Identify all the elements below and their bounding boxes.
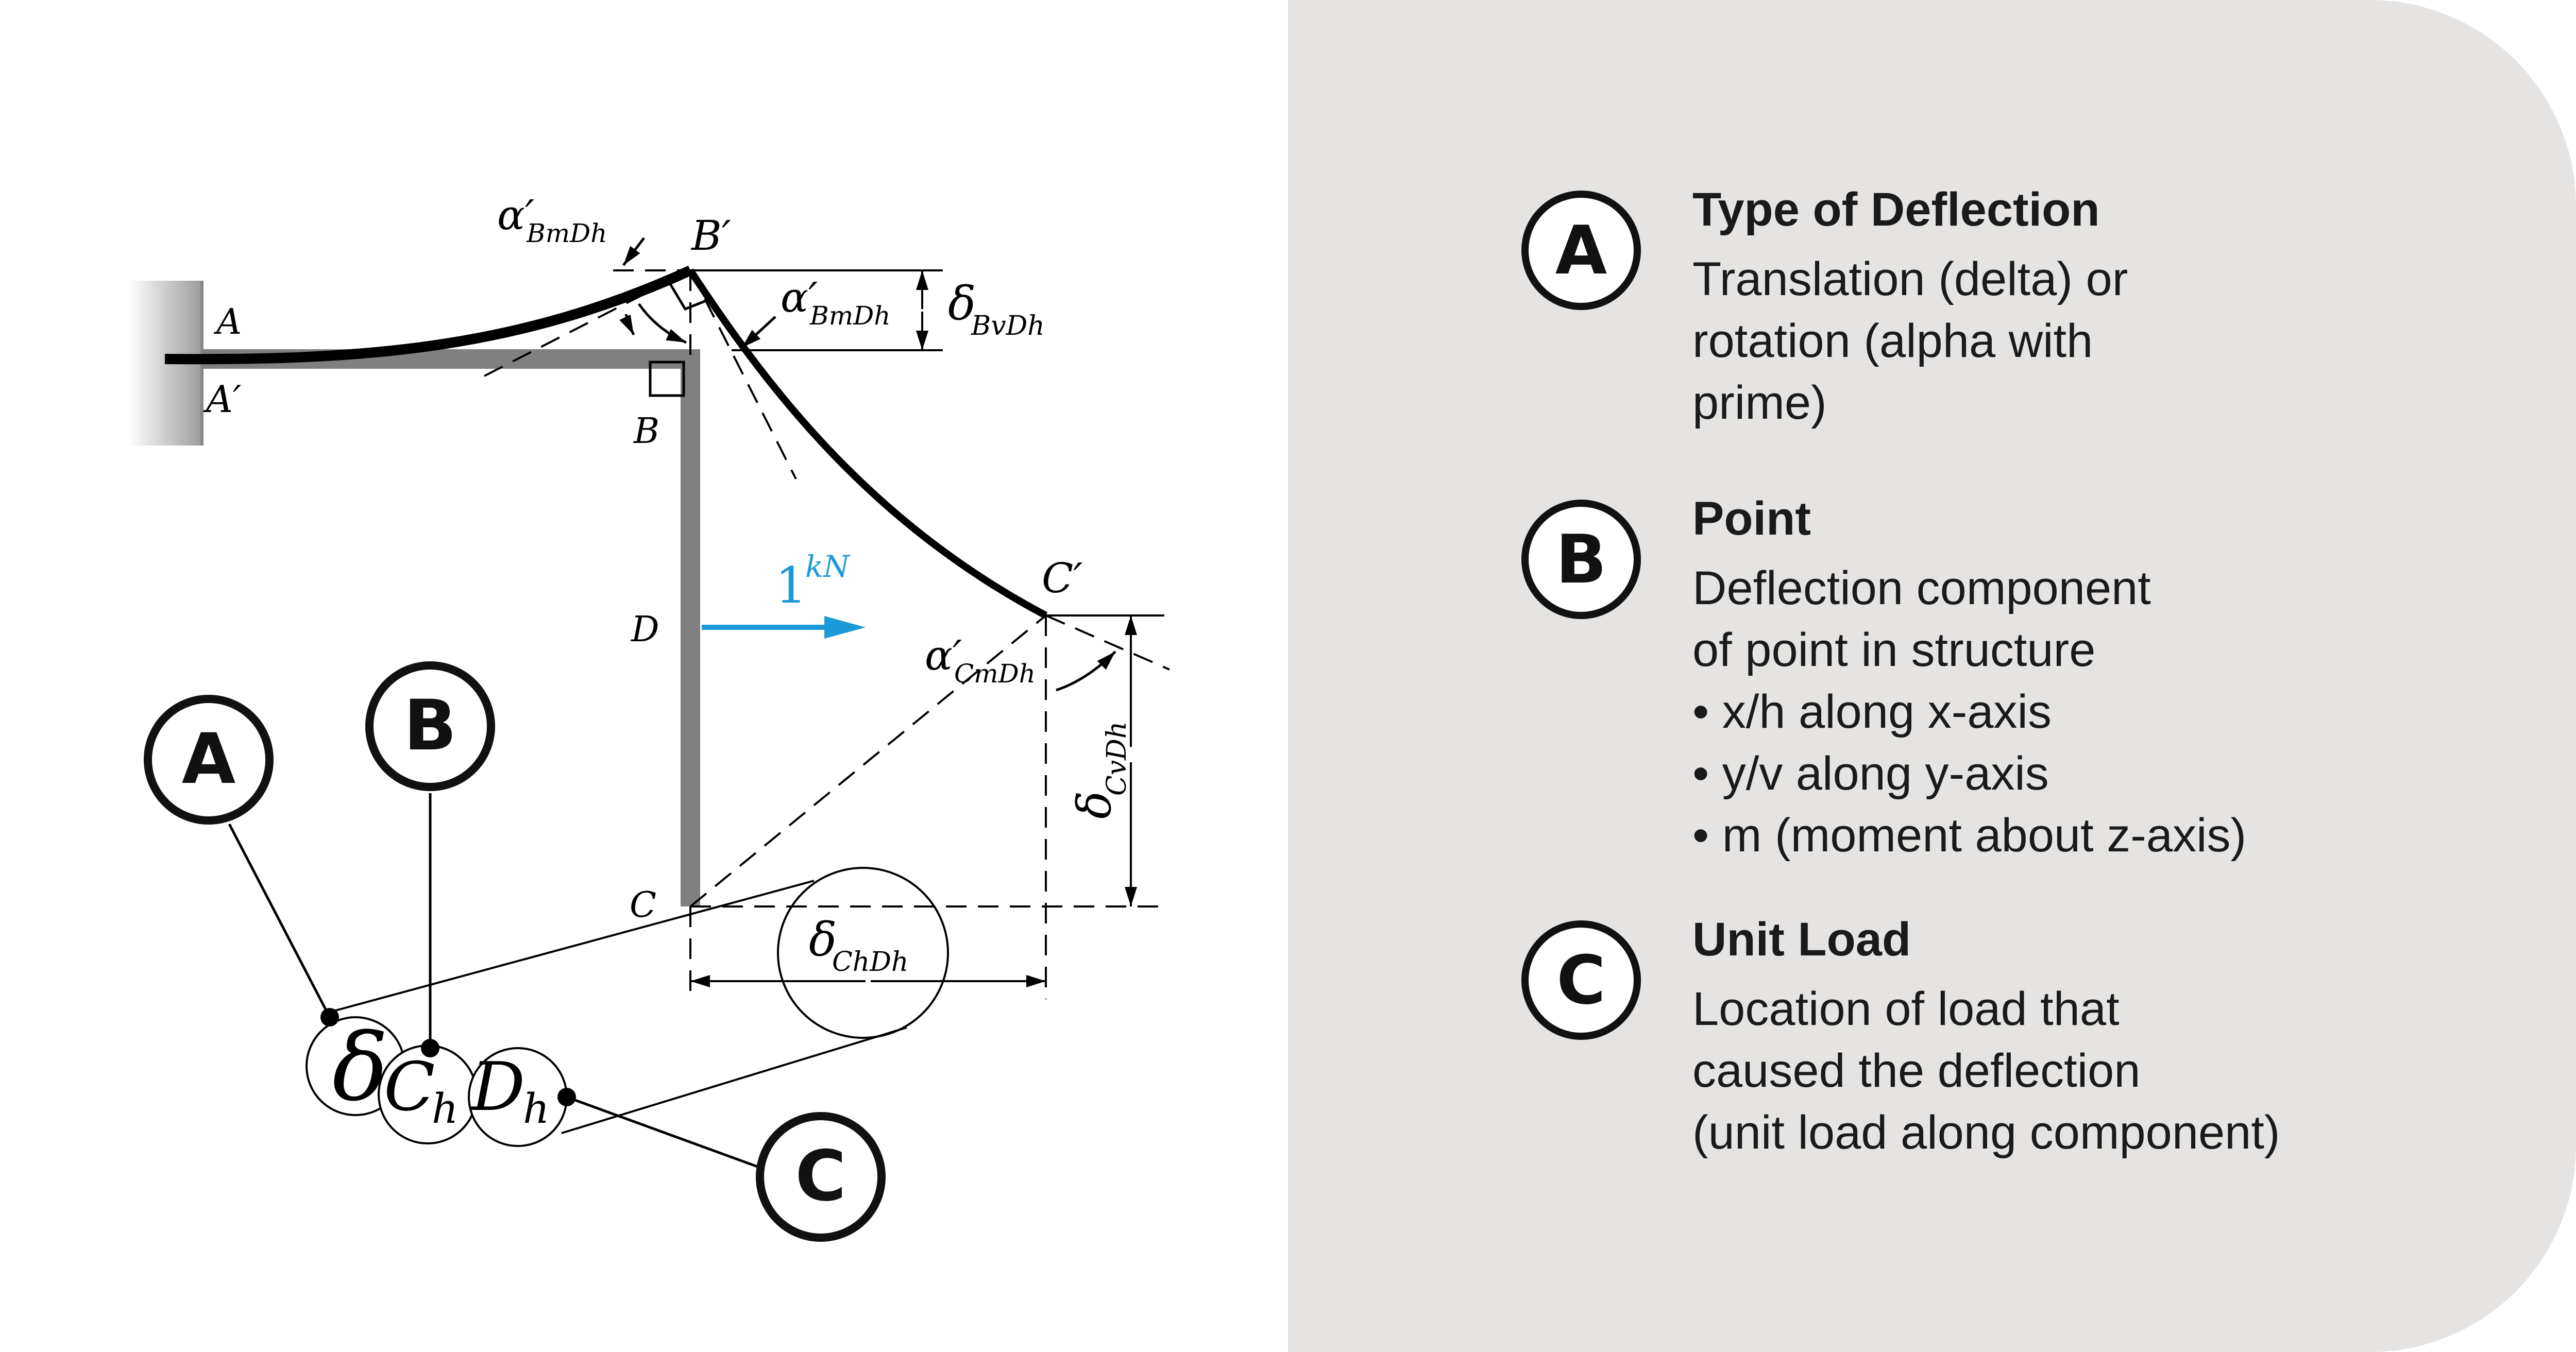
svg-text:δ: δ (948, 277, 976, 331)
leader-lines (228, 793, 758, 1168)
svg-text:CvDh: CvDh (1101, 722, 1132, 796)
diagram-badge-c: C (756, 1112, 886, 1242)
leader-dot-b (421, 1039, 439, 1057)
symbol-breakdown: δ C h D h (306, 1014, 568, 1147)
svg-text:α′: α′ (497, 191, 534, 239)
legend-badge-a: A (1521, 191, 1641, 310)
label-a: A (213, 302, 242, 343)
dimension-lines (690, 269, 1164, 987)
svg-text:α′: α′ (781, 273, 818, 321)
legend-badge-b: B (1521, 500, 1641, 619)
svg-text:B: B (404, 685, 457, 766)
legend-title-unit-load: Unit Load (1692, 913, 1911, 966)
right-angle-marker-b (649, 361, 685, 397)
delta-bv-dh: δ BvDh (948, 277, 1045, 341)
angle-arcs (619, 237, 1116, 692)
svg-text:BvDh: BvDh (971, 311, 1045, 341)
unit-load-unit: kN (805, 549, 851, 584)
legend-title-type-of-deflection: Type of Deflection (1692, 183, 2100, 236)
original-frame (202, 349, 700, 906)
svg-text:BmDh: BmDh (526, 218, 607, 248)
unit-load-value: 1 (775, 557, 807, 614)
svg-text:h: h (523, 1085, 550, 1133)
deflected-beam-ab (164, 265, 693, 365)
right-angle-marker-b-prime (668, 282, 711, 311)
delta-cv-dh: δ CvDh (1067, 722, 1132, 819)
legend-badge-c: C (1521, 920, 1641, 1040)
deflected-column-bc (687, 268, 1048, 619)
alpha-bm-dh-right: α′ BmDh (781, 273, 890, 331)
legend-panel (1288, 0, 2576, 1352)
diagram-badge-b: B (365, 661, 495, 791)
svg-text:CmDh: CmDh (954, 659, 1036, 689)
svg-text:C: C (384, 1048, 435, 1126)
svg-text:δ: δ (1067, 791, 1122, 819)
label-d: D (630, 609, 659, 650)
magnifier-circle (777, 867, 949, 1039)
label-c-prime: C′ (1042, 554, 1082, 602)
leader-dot-c (557, 1088, 576, 1106)
legend-text-type-of-deflection: Translation (delta) or rotation (alpha w… (1692, 253, 2128, 429)
label-b: B (633, 411, 659, 452)
label-a-prime: A′ (203, 378, 241, 421)
svg-text:C: C (795, 1136, 846, 1217)
svg-text:δ: δ (332, 1014, 388, 1122)
legend-text-unit-load: Location of load that caused the deflect… (1692, 983, 2280, 1159)
unit-load-arrowhead (824, 616, 866, 639)
leader-dot-a (320, 1008, 339, 1026)
legend-text-point: Deflection component of point in structu… (1692, 562, 2247, 862)
svg-text:A: A (182, 718, 235, 799)
svg-text:BmDh: BmDh (809, 301, 890, 331)
label-c: C (630, 885, 656, 926)
svg-text:ChDh: ChDh (832, 947, 908, 978)
label-b-prime: B′ (690, 212, 731, 260)
alpha-bm-dh-top: α′ BmDh (497, 191, 607, 248)
diagram-badge-a: A (144, 695, 274, 825)
delta-ch-dh: δ ChDh (809, 913, 908, 978)
svg-text:δ: δ (809, 913, 837, 967)
legend-title-point: Point (1692, 492, 1811, 545)
svg-text:D: D (470, 1048, 525, 1126)
alpha-cm-dh: α′ CmDh (925, 631, 1036, 689)
svg-text:α′: α′ (925, 631, 962, 679)
svg-text:h: h (432, 1085, 459, 1133)
construction-lines (484, 269, 1170, 999)
